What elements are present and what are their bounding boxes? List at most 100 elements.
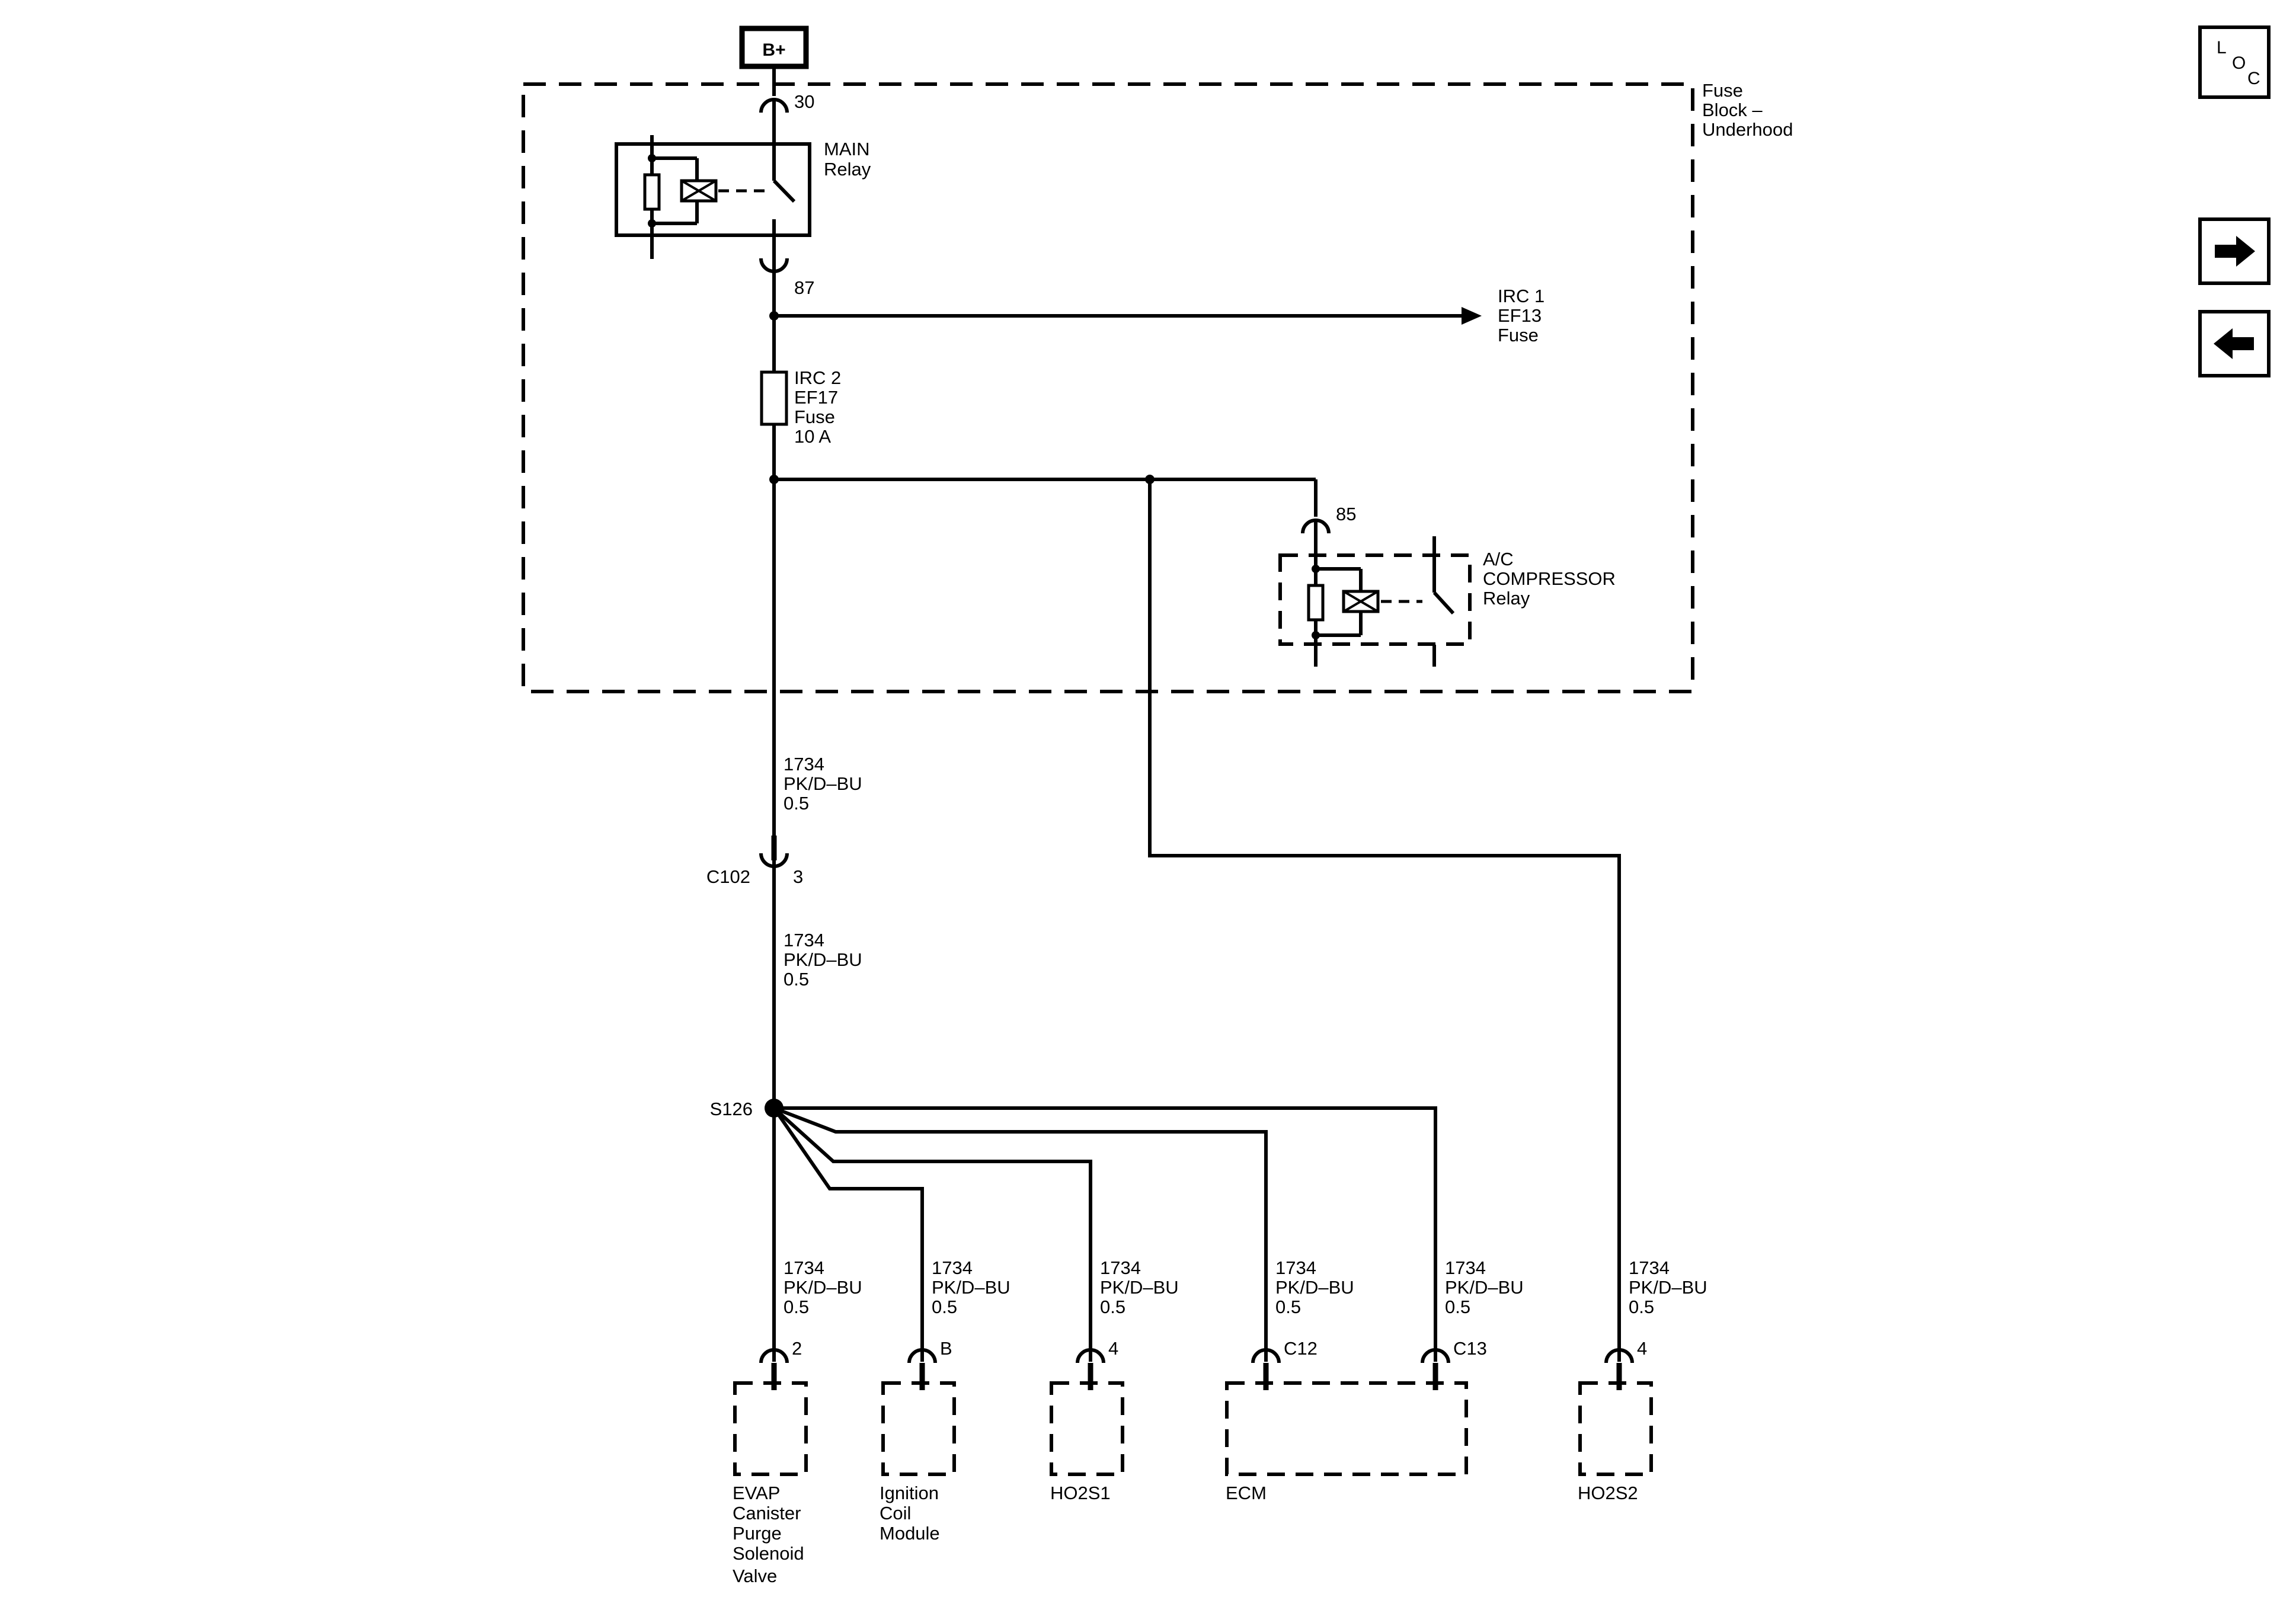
fuse-block-label: Fuse Block – Underhood (1702, 80, 1793, 140)
main-relay-pin-30: 30 (794, 91, 814, 112)
svg-text:Module: Module (880, 1523, 940, 1544)
component-ecm-label: ECM (1226, 1483, 1267, 1503)
svg-text:O: O (2232, 53, 2246, 73)
connector-c102-label: C102 (706, 866, 750, 887)
svg-text:Relay: Relay (1483, 588, 1530, 609)
svg-text:Ignition: Ignition (880, 1483, 939, 1503)
svg-text:PK/D–BU: PK/D–BU (1275, 1277, 1354, 1298)
loc-icon: L O C (2217, 38, 2260, 88)
svg-text:0.5: 0.5 (1445, 1297, 1470, 1317)
svg-text:1734: 1734 (784, 754, 824, 774)
svg-text:EF13: EF13 (1498, 305, 1542, 326)
component-ho2s1-label: HO2S1 (1050, 1483, 1111, 1503)
wire-ecm-c13 (774, 1106, 1437, 1362)
arrow-right-icon (2215, 236, 2255, 267)
svg-text:1734: 1734 (784, 1257, 824, 1278)
svg-text:EF17: EF17 (794, 387, 838, 408)
main-relay-label: MAIN Relay (824, 139, 871, 180)
component-ignition-label: Ignition Coil Module (880, 1483, 940, 1544)
svg-text:0.5: 0.5 (1629, 1297, 1654, 1317)
ho2s1-pin: 4 (1108, 1338, 1118, 1359)
svg-text:Fuse: Fuse (1498, 325, 1539, 345)
svg-text:0.5: 0.5 (1100, 1297, 1125, 1317)
irc2-fuse-symbol (760, 370, 788, 426)
svg-text:A/C: A/C (1483, 549, 1514, 569)
component-ho2s2-box (1578, 1381, 1653, 1476)
ecm-pin-c13: C13 (1453, 1338, 1487, 1359)
ho2s2-pin: 4 (1637, 1338, 1647, 1359)
svg-text:1734: 1734 (932, 1257, 973, 1278)
ac-relay-label: A/C COMPRESSOR Relay (1483, 549, 1616, 609)
svg-text:0.5: 0.5 (932, 1297, 957, 1317)
svg-text:L: L (2217, 38, 2227, 57)
irc1-label: IRC 1 EF13 Fuse (1498, 286, 1544, 345)
wire-spec-c102-lower: 1734 PK/D–BU 0.5 (784, 930, 862, 990)
svg-text:PK/D–BU: PK/D–BU (784, 773, 862, 794)
svg-text:PK/D–BU: PK/D–BU (784, 1277, 862, 1298)
svg-text:Valve: Valve (733, 1566, 777, 1586)
svg-text:0.5: 0.5 (784, 793, 809, 814)
wire-spec-ho2s1: 1734 PK/D–BU 0.5 (1100, 1257, 1179, 1317)
svg-text:PK/D–BU: PK/D–BU (784, 949, 862, 970)
wire-spec-ignition: 1734 PK/D–BU 0.5 (932, 1257, 1011, 1317)
svg-text:1734: 1734 (784, 930, 824, 950)
component-evap-label: EVAP Canister Purge Solenoid Valve (733, 1483, 804, 1586)
svg-text:0.5: 0.5 (784, 1297, 809, 1317)
ignition-pin: B (940, 1338, 952, 1359)
splice-s126-label: S126 (710, 1099, 753, 1119)
loc-button[interactable]: L O C (2198, 25, 2271, 99)
wire-ecm-c12 (773, 1106, 1268, 1362)
svg-text:COMPRESSOR: COMPRESSOR (1483, 568, 1616, 589)
evap-pin: 2 (792, 1338, 802, 1359)
ac-relay-pin-85: 85 (1336, 504, 1356, 524)
component-evap-box (733, 1381, 808, 1476)
svg-text:IRC 1: IRC 1 (1498, 286, 1544, 306)
svg-text:10 A: 10 A (794, 426, 831, 447)
svg-text:0.5: 0.5 (784, 969, 809, 990)
arrow-irc1-icon (1462, 307, 1482, 325)
svg-text:Fuse: Fuse (1702, 80, 1743, 101)
svg-text:PK/D–BU: PK/D–BU (1445, 1277, 1524, 1298)
svg-text:Coil: Coil (880, 1503, 911, 1523)
previous-page-button[interactable] (2198, 310, 2271, 377)
svg-text:IRC 2: IRC 2 (794, 367, 841, 388)
svg-text:MAIN: MAIN (824, 139, 870, 159)
next-page-button[interactable] (2198, 217, 2271, 285)
svg-text:0.5: 0.5 (1275, 1297, 1301, 1317)
wire-spec-ecm-c13: 1734 PK/D–BU 0.5 (1445, 1257, 1524, 1317)
component-ho2s1-box (1050, 1381, 1124, 1476)
svg-text:Solenoid: Solenoid (733, 1543, 804, 1564)
battery-positive-source: B+ (739, 25, 809, 69)
svg-text:Canister: Canister (733, 1503, 801, 1523)
svg-text:1734: 1734 (1629, 1257, 1670, 1278)
main-relay-pin-87: 87 (794, 277, 814, 298)
main-relay (615, 119, 811, 259)
fuse-block-outline (522, 82, 1694, 693)
svg-text:1734: 1734 (1275, 1257, 1316, 1278)
arrow-left-icon (2214, 328, 2254, 359)
svg-text:EVAP: EVAP (733, 1483, 780, 1503)
svg-text:1734: 1734 (1100, 1257, 1141, 1278)
irc2-label: IRC 2 EF17 Fuse 10 A (794, 367, 841, 447)
component-ho2s2-label: HO2S2 (1578, 1483, 1638, 1503)
ac-compressor-relay (1278, 536, 1472, 667)
svg-text:C: C (2247, 69, 2260, 88)
svg-text:PK/D–BU: PK/D–BU (932, 1277, 1011, 1298)
component-ecm-box (1225, 1381, 1468, 1476)
svg-text:1734: 1734 (1445, 1257, 1486, 1278)
wire-spec-ecm-c12: 1734 PK/D–BU 0.5 (1275, 1257, 1354, 1317)
svg-text:Relay: Relay (824, 159, 871, 180)
svg-text:Fuse: Fuse (794, 406, 835, 427)
svg-text:Purge: Purge (733, 1523, 782, 1544)
svg-text:PK/D–BU: PK/D–BU (1100, 1277, 1179, 1298)
wire-spec-upper: 1734 PK/D–BU 0.5 (784, 754, 862, 814)
ecm-pin-c12: C12 (1284, 1338, 1318, 1359)
wire-ho2s2 (1148, 479, 1621, 1362)
pin-connectors (759, 1348, 1634, 1390)
connector-c102-pin: 3 (793, 866, 803, 887)
wire-spec-ho2s2: 1734 PK/D–BU 0.5 (1629, 1257, 1707, 1317)
component-ignition-box (881, 1381, 956, 1476)
wire-ignition (772, 1107, 924, 1362)
wire-spec-evap: 1734 PK/D–BU 0.5 (784, 1257, 862, 1317)
